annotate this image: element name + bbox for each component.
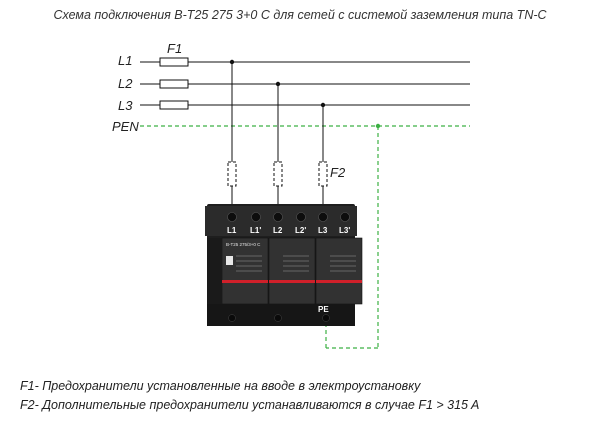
terminal-label-4: L2': [295, 226, 306, 235]
device-base: [207, 304, 355, 326]
fuse-f1-l3: [159, 100, 189, 110]
terminal-screw-2: [251, 212, 261, 222]
module-3-accent: [316, 280, 362, 283]
fuse-f1-l2: [159, 79, 189, 89]
terminal-label-3: L2: [273, 226, 283, 235]
device-model-label: B-T25 275/3+0 C: [226, 242, 261, 247]
label-pen: PEN: [112, 119, 139, 134]
module-1-accent: [222, 280, 268, 283]
terminal-label-5: L3: [318, 226, 328, 235]
fuse-f1-l1: [159, 57, 189, 67]
label-f1: F1: [167, 41, 182, 56]
indicator-window-1: [226, 256, 233, 265]
fuse-f2-l1: [227, 161, 237, 187]
device-side: [207, 238, 222, 320]
phase-lines: [140, 61, 470, 106]
junction-pen: [375, 123, 381, 129]
label-l2: L2: [118, 76, 133, 91]
fuse-f2-l2: [273, 161, 283, 187]
diagram-title: Схема подключения В-Т25 275 3+0 С для се…: [53, 8, 547, 22]
label-f2: F2: [330, 165, 346, 180]
fuse-f2-l3: [318, 161, 328, 187]
spec-lines: [236, 255, 356, 272]
terminal-screw-1: [227, 212, 237, 222]
base-screws: [228, 314, 330, 322]
module-2-accent: [269, 280, 315, 283]
terminal-label-6: L3': [339, 226, 350, 235]
label-l3: L3: [118, 98, 133, 113]
junctions: [229, 59, 381, 129]
surge-protector-device: L1 L1' L2 L2' L3 L3' B-T25 275/3+0 C: [205, 204, 363, 326]
note-f1: F1- Предохранители установленные на ввод…: [20, 379, 421, 393]
fuses-f1: [159, 57, 189, 110]
terminal-label-1: L1: [227, 226, 237, 235]
label-l1: L1: [118, 53, 132, 68]
terminal-screw-4: [296, 212, 306, 222]
note-f2: F2- Дополнительные предохранители устана…: [20, 398, 480, 412]
terminal-screws: [227, 212, 350, 222]
terminal-screw-6: [340, 212, 350, 222]
terminal-screw-3: [273, 212, 283, 222]
terminal-screw-5: [318, 212, 328, 222]
pe-terminal-label: PE: [318, 305, 329, 314]
terminal-label-2: L1': [250, 226, 261, 235]
drops: [231, 62, 324, 210]
fuses-f2: [227, 161, 328, 187]
